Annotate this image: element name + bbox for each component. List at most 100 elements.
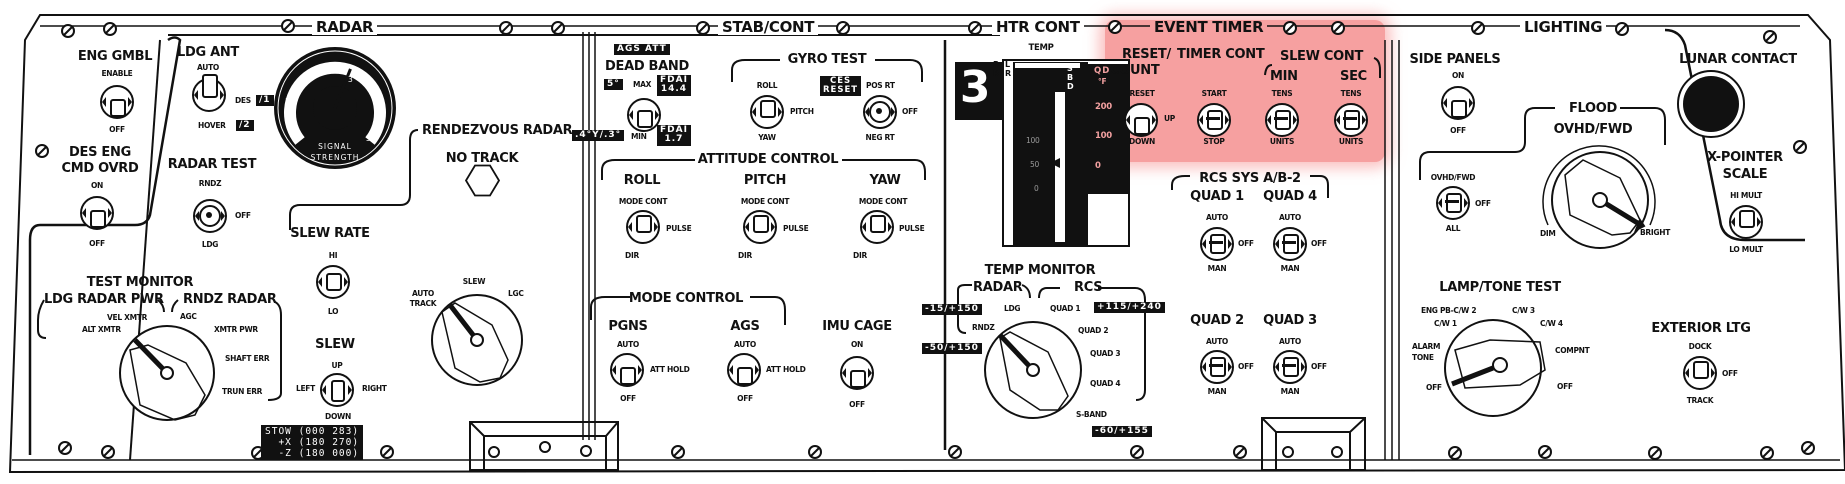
des-eng-switch[interactable] [80,196,114,230]
gyro-axis-switch[interactable] [750,95,784,129]
no-track-label: NO TRACK [445,151,519,166]
deadband-min-label: MIN [631,132,647,141]
ldg-ant-des-label: DES [235,96,251,105]
ags-auto-label: AUTO [734,340,756,349]
lt-off-left-label: OFF [1426,383,1442,392]
gyro-pitch-label: PITCH [790,107,814,116]
flood-title: FLOOD [1568,101,1618,116]
ldg-radar-pwr-label: LDG RADAR PWR [44,292,164,307]
section-title-htr-cont: HTR CONT [992,20,1084,35]
slew-up-label: UP [331,361,343,370]
exterior-ltg-title: EXTERIOR LTG [1651,321,1751,336]
gyro-rate-switch[interactable] [863,95,897,129]
rcs-quad2-auto-label: AUTO [1206,337,1228,346]
side-panels-switch[interactable] [1441,86,1475,120]
att-roll-switch[interactable] [626,210,660,244]
des-eng-on-label: ON [90,181,104,190]
rr-mode-knob[interactable] [431,294,523,386]
timer-sw-start-label: START [1201,89,1227,98]
eng-gmbl-off-label: OFF [109,125,125,134]
flood-knob[interactable] [1542,145,1656,249]
rr-mode-auto-label-2: TRACK [409,299,437,308]
reset-sw-up-label: UP [1164,114,1175,123]
slew-rate-hi-label: HI [328,251,338,260]
exterior-ltg-switch[interactable] [1683,356,1717,390]
att-yaw-switch[interactable] [860,210,894,244]
timer-sw-stop-label: STOP [1203,137,1225,146]
ags-switch[interactable] [727,353,761,387]
ags-title: AGS [730,319,760,334]
rcs-quad1-off-label: OFF [1238,239,1254,248]
lamp-tone-knob[interactable] [1444,319,1546,417]
imu-cage-switch[interactable] [840,356,874,390]
reset-label: RESET [823,84,859,95]
section-title-radar: RADAR [312,20,378,35]
temp-monitor-knob[interactable] [984,321,1082,419]
temp-rr-2: R [993,69,1000,78]
temp-rr-1: R [993,60,1000,69]
rcs-quad3-title: QUAD 3 [1263,313,1317,328]
signal-tick-0: 0 [292,134,297,143]
rcs-quad3-man-label: MAN [1280,387,1300,396]
temp-tag-sband: -60/+155 [1092,426,1152,438]
eng-gmbl-switch[interactable] [100,85,134,119]
reset-count-switch[interactable] [1124,103,1158,137]
att-pitch-switch[interactable] [743,210,777,244]
rate-tag: .4°Y/.3° [572,130,625,142]
pgns-switch[interactable] [610,353,644,387]
temp-left-100: 100 [1026,136,1040,145]
rndz-radar-label: RNDZ RADAR [183,292,277,307]
deadband-switch[interactable] [627,98,661,132]
slew-min-switch[interactable] [1265,103,1299,137]
rcs-quad3-off-label: OFF [1311,362,1327,371]
tempm-quad4-label: QUAD 4 [1090,379,1121,388]
att-pitch-dir-label: DIR [738,251,752,260]
gyro-off-label: OFF [902,107,918,116]
pgns-off-label: OFF [620,394,636,403]
ldg-ant-hover-tag: /2 [236,120,254,132]
lt-eng-pb-cw2-label: ENG PB-C/W 2 [1421,306,1477,315]
x-pointer-title-1: X-POINTER [1707,150,1783,165]
ags-att-tag: AGS ATT [614,44,670,56]
signal-strength-label-1: SIGNAL [318,142,352,151]
rcs-quad1-man-label: MAN [1207,264,1227,273]
temp-right-200: 200 [1095,102,1112,112]
dead-band-title: DEAD BAND [605,59,689,74]
slew-sec-switch[interactable] [1334,103,1368,137]
reset-count-label-1: RESET/ [1122,47,1171,62]
des-eng-title-1: DES ENG [69,145,131,160]
slew-cont-label: SLEW CONT [1280,49,1364,64]
temp-tag-radar-ldg: -15/+150 [922,304,982,316]
ldg-ant-hover-label: HOVER [198,121,226,130]
min-sw-units-label: UNITS [1269,137,1295,146]
stow-placard: STOW (000 283) +X (180 270) -Z (180 000) [261,425,364,460]
rr-mode-auto-label-1: AUTO [412,289,434,298]
timer-cont-switch[interactable] [1197,103,1231,137]
slew-rate-switch[interactable] [316,265,350,299]
ldg-ant-switch[interactable] [192,74,226,112]
signal-strength-gauge [274,47,396,169]
fdai-min-line-2: 1.7 [664,134,684,145]
slew-switch[interactable] [320,373,354,407]
rcs-quad1-auto-label: AUTO [1206,213,1228,222]
rcs-quad1-switch[interactable] [1200,227,1234,261]
temp-monitor-title: TEMP MONITOR [984,263,1096,278]
eng-gmbl-title: ENG GMBL [77,49,153,64]
rcs-quad4-man-label: MAN [1280,264,1300,273]
rcs-quad4-title: QUAD 4 [1263,189,1317,204]
test-monitor-knob[interactable] [119,325,215,421]
rcs-quad2-switch[interactable] [1200,350,1234,384]
tempm-quad1-label: QUAD 1 [1050,304,1081,313]
ovhd-fwd-switch[interactable] [1436,186,1470,220]
slew-down-label: DOWN [325,412,351,421]
rcs-quad4-switch[interactable] [1273,227,1307,261]
x-pointer-switch[interactable] [1729,205,1763,239]
rcs-quad3-switch[interactable] [1273,350,1307,384]
radar-test-switch[interactable] [193,199,227,233]
mode-control-title: MODE CONTROL [628,291,744,306]
tempm-rndz-label: RNDZ [972,323,995,332]
deadband-max-label: MAX [633,80,652,89]
test-monitor-title: TEST MONITOR [86,275,194,290]
slew-title: SLEW [315,337,355,352]
